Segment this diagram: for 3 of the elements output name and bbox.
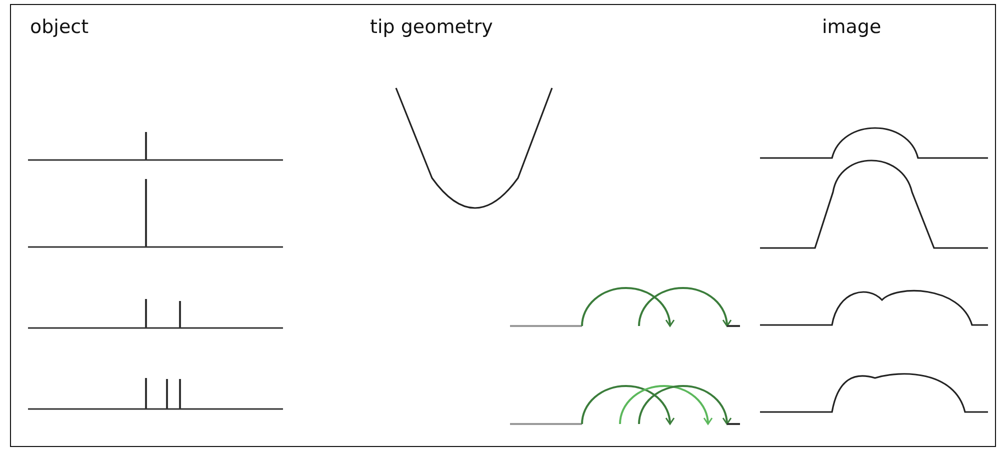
column-heading: tip geometry (370, 16, 493, 38)
column-heading: object (30, 16, 89, 38)
column-heading: image (822, 16, 882, 38)
